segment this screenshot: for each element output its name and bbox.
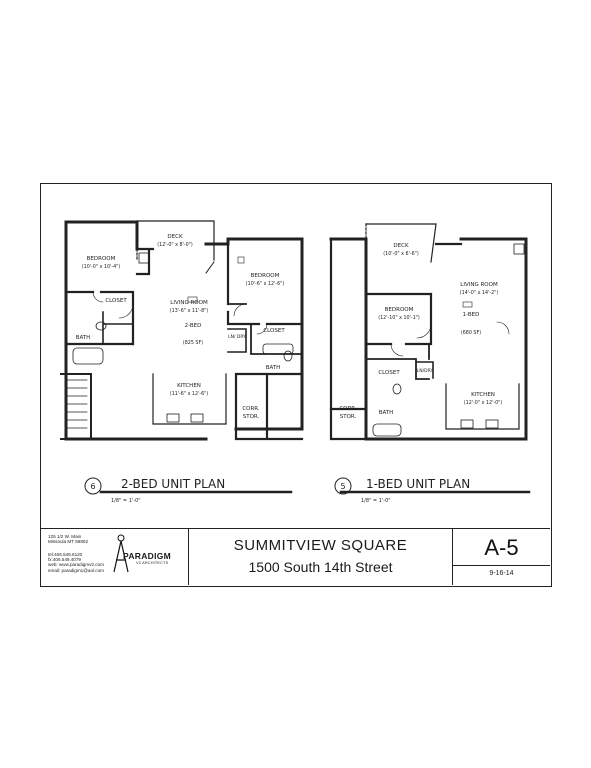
- bath2-label: BATH: [266, 365, 281, 371]
- firm-address-line-1: 125 1/2 W. Main: [48, 534, 82, 539]
- stor-label: STOR.: [243, 414, 260, 420]
- plan-2bed-number: 6: [90, 482, 95, 491]
- closet-1bed-label: CLOSET: [378, 370, 400, 376]
- corr-label: CORR.: [242, 406, 260, 412]
- bedroom1-label: BEDROOM: [87, 256, 116, 262]
- project-address: 1500 South 14th Street: [248, 559, 393, 575]
- kitchen-1bed-label: KITCHEN: [471, 392, 495, 398]
- bedroom1-dims: (10'-0" x 10'-4"): [82, 264, 121, 270]
- plan-1bed-number: 5: [340, 482, 345, 491]
- firm-name: PARADIGM: [123, 551, 172, 561]
- bedroom2-label: BEDROOM: [251, 273, 280, 279]
- unit-tag-1bed: 1-BED: [463, 312, 480, 318]
- deck-1bed-label: DECK: [393, 243, 409, 249]
- kitchen-label: KITCHEN: [177, 383, 201, 389]
- living-1bed-dims: (14'-0" x 14'-2"): [460, 290, 499, 296]
- living-dims: (13'-6" x 11'-8"): [170, 308, 209, 314]
- plan-1bed-scale: 1/8" = 1'-0": [361, 498, 391, 504]
- plan-1bed-walls: [329, 223, 528, 441]
- unit-tag-2bed: 2-BED: [185, 323, 202, 329]
- sheet-divider: [453, 565, 550, 566]
- living-label: LIVING ROOM: [170, 300, 208, 306]
- bath1-label: BATH: [76, 335, 91, 341]
- plan-2bed-title: 2-BED UNIT PLAN: [121, 477, 225, 491]
- bath-1bed-label: BATH: [379, 410, 394, 416]
- compass-logo-icon: [113, 534, 129, 573]
- bedroom-1bed-label: BEDROOM: [385, 307, 414, 313]
- drawing-sheet: DECK (12'-0" x 8'-0") BEDROOM (10'-0" x …: [40, 183, 552, 587]
- floor-plans: DECK (12'-0" x 8'-0") BEDROOM (10'-0" x …: [60, 220, 531, 504]
- bedroom-1bed-dims: (12'-10" x 10'-1"): [378, 315, 420, 321]
- firm-email: email: paradigm1@aol.com: [48, 567, 104, 573]
- bedroom2-dims: (10'-6" x 12'-6"): [246, 281, 285, 287]
- closet1-label: CLOSET: [105, 298, 127, 304]
- firm-fax: fx:406.549.4079: [48, 557, 81, 563]
- firm-sub: V2 ARCHITECTS: [136, 561, 169, 565]
- kitchen-1bed-dims: (12'-0" x 12'-0"): [464, 400, 503, 406]
- deck-1bed-dims: (10'-0" x 6'-6"): [383, 251, 419, 257]
- stor-1bed-label: STOR.: [340, 414, 357, 420]
- closet2-label: CLOSET: [263, 328, 285, 334]
- plan-1bed-title: 1-BED UNIT PLAN: [366, 477, 470, 491]
- firm-cell: 125 1/2 W. Main Missoula MT 59802 tel:40…: [41, 529, 189, 585]
- firm-address: 125 1/2 W. Main Missoula MT 59802: [48, 534, 88, 544]
- firm-address-line-2: Missoula MT 59802: [48, 539, 89, 545]
- living-1bed-label: LIVING ROOM: [460, 282, 498, 288]
- deck-label: DECK: [167, 234, 183, 240]
- firm-tel: tel:406.549.6120: [48, 552, 83, 557]
- sheet-cell: A-5 9-16-14: [453, 529, 550, 585]
- sheet-date: 9-16-14: [489, 570, 514, 577]
- firm-contact: tel:406.549.6120 fx:406.549.4079 web: ww…: [48, 552, 104, 573]
- sheet-number: A-5: [484, 535, 519, 560]
- firm-web: web: www.paradigmv2.com: [48, 562, 104, 568]
- kitchen-dims: (11'-6" x 12'-6"): [170, 391, 209, 397]
- plan-2bed-walls: [60, 220, 304, 441]
- lndry-1bed-label: LN/DRY: [417, 368, 434, 374]
- unit-area-1bed: (680 SF): [461, 330, 481, 336]
- plan-2bed-scale: 1/8" = 1'-0": [111, 498, 141, 504]
- corr-1bed-label: CORR.: [339, 406, 357, 412]
- project-name: SUMMITVIEW SQUARE: [233, 537, 408, 554]
- deck-dims: (12'-0" x 8'-0"): [157, 242, 193, 248]
- title-block: 125 1/2 W. Main Missoula MT 59802 tel:40…: [41, 528, 550, 585]
- plan-2bed-number-bubble: [84, 477, 102, 495]
- lndry-label: LN/ DRY: [228, 334, 246, 340]
- unit-area-2bed: (825 SF): [183, 340, 203, 346]
- project-cell: SUMMITVIEW SQUARE 1500 South 14th Street: [189, 529, 453, 585]
- plan-1bed-number-bubble: [334, 477, 352, 495]
